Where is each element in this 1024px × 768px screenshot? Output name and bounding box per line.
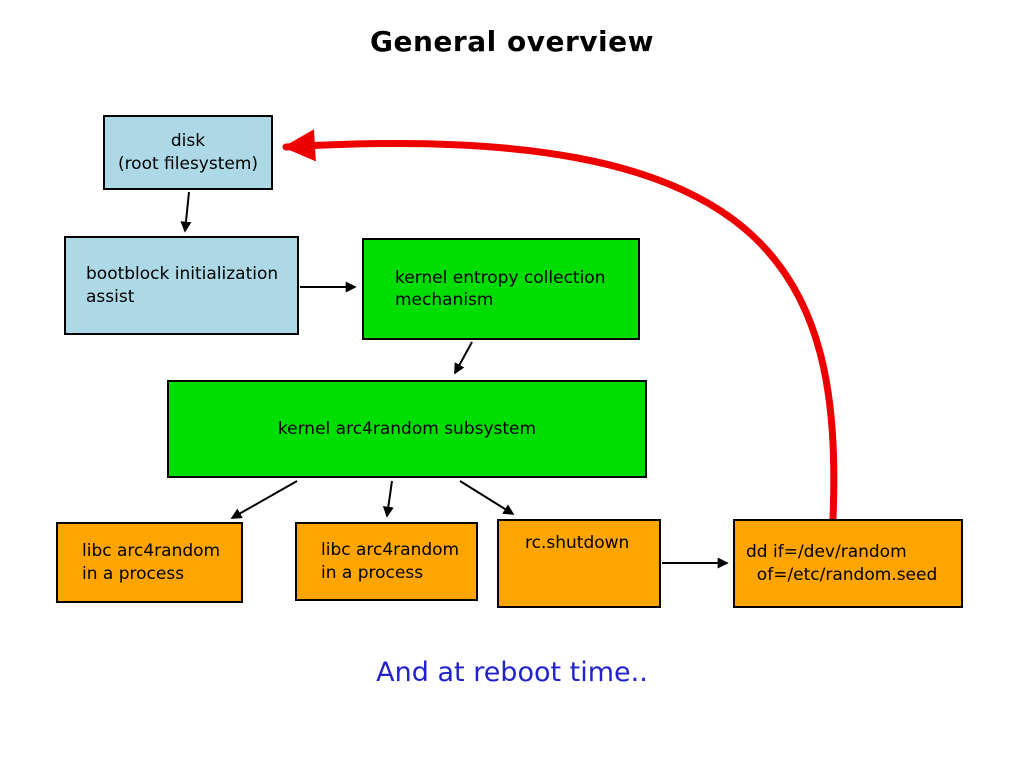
node-label: libc arc4random in a process (82, 541, 221, 584)
node-dd-random-seed: dd if=/dev/random of=/etc/random.seed (733, 519, 963, 608)
node-label: kernel entropy collection mechanism (395, 267, 606, 310)
node-label: bootblock initialization assist (86, 264, 279, 307)
arrow-arc4random-to-libc1 (230, 480, 298, 519)
arrow-arc4random-to-libc2 (382, 480, 394, 518)
node-kernel-arc4random-subsystem: kernel arc4random subsystem (167, 380, 647, 478)
node-label: libc arc4random in a process (321, 540, 460, 583)
node-bootblock-initialization-assist: bootblock initialization assist (64, 236, 299, 335)
reboot-time-caption: And at reboot time.. (376, 657, 648, 688)
node-libc-arc4random-process-2: libc arc4random in a process (295, 522, 478, 601)
node-kernel-entropy-collection: kernel entropy collection mechanism (362, 238, 640, 340)
slide-title: General overview (370, 25, 654, 58)
arrow-entropy-to-arc4random (454, 341, 473, 375)
node-libc-arc4random-process-1: libc arc4random in a process (56, 522, 243, 603)
arrow-disk-to-bootblock (180, 191, 192, 233)
node-label: kernel arc4random subsystem (277, 418, 537, 439)
node-label: dd if=/dev/random of=/etc/random.seed (746, 542, 938, 585)
node-label: rc.shutdown (525, 533, 630, 553)
node-disk-root-filesystem: disk (root filesystem) (103, 115, 273, 190)
node-label: disk (root filesystem) (117, 131, 259, 174)
node-rc-shutdown: rc.shutdown (497, 519, 661, 608)
arrow-arc4random-to-rcshutdown (459, 480, 515, 515)
